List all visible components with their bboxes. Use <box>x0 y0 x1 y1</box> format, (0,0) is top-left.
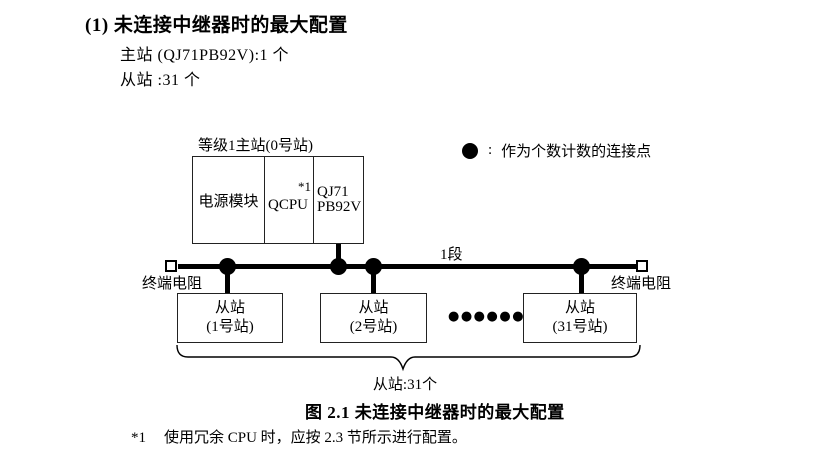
footnote-marker-ref: *1 <box>298 179 311 194</box>
slave2-label-line2: (2号站) <box>349 319 398 335</box>
power-module-cell: 电源模块 <box>193 157 265 243</box>
connection-dot <box>573 258 590 275</box>
slave-station-box-2: 从站 (2号站) <box>320 293 427 343</box>
connection-dot <box>330 258 347 275</box>
master-count-text: 主站 (QJ71PB92V):1 个 <box>120 47 290 64</box>
pb92v-label-line2: PB92V <box>317 199 362 215</box>
footnote-text: 使用冗余 CPU 时，应按 2.3 节所示进行配置。 <box>164 430 467 446</box>
power-module-label: 电源模块 <box>198 193 259 210</box>
slave31-drop-line <box>579 268 584 294</box>
footnote-marker: *1 <box>131 430 146 446</box>
pb92v-label-line1: QJ71 <box>317 184 349 200</box>
qcpu-label: QCPU <box>268 197 309 213</box>
slave-station-box-31: 从站 (31号站) <box>523 293 637 343</box>
slave31-label-line2: (31号站) <box>552 319 608 335</box>
master-station-label: 等级1主站(0号站) <box>198 138 313 154</box>
slave-station-box-1: 从站 (1号站) <box>177 293 283 343</box>
slave1-label-line1: 从站 <box>214 300 245 316</box>
slave2-label-line1: 从站 <box>358 300 389 316</box>
figure-caption: 图 2.1 未连接中继器时的最大配置 <box>305 403 565 422</box>
slave31-label-line1: 从站 <box>564 300 595 316</box>
legend-text: 作为个数计数的连接点 <box>501 144 652 160</box>
pb92v-cell: QJ71 PB92V <box>314 157 363 243</box>
connection-dot <box>365 258 382 275</box>
master-drop-line <box>336 244 341 266</box>
slave-count-text: 从站 :31 个 <box>120 72 201 89</box>
slave1-drop-line <box>225 268 230 294</box>
connection-point-icon <box>462 142 478 159</box>
qcpu-cell: *1 QCPU <box>265 157 314 243</box>
brace-label: 从站:31个 <box>372 377 438 393</box>
ellipsis-dots: ●●●●●● <box>448 309 526 324</box>
master-station-box: 电源模块 *1 QCPU QJ71 PB92V <box>192 156 364 244</box>
terminator-right-icon <box>636 260 648 272</box>
terminator-left-icon <box>165 260 177 272</box>
section-heading: (1) 未连接中继器时的最大配置 <box>85 15 348 36</box>
slave1-label-line2: (1号站) <box>206 319 254 335</box>
segment-label: 1段 <box>440 247 463 263</box>
legend: : 作为个数计数的连接点 <box>462 140 651 161</box>
terminator-right-label: 终端电阻 <box>611 276 672 292</box>
terminator-left-label: 终端电阻 <box>142 276 203 292</box>
legend-separator: : <box>488 142 493 158</box>
brace <box>176 345 641 372</box>
connection-dot <box>219 258 236 275</box>
slave2-drop-line <box>371 268 376 294</box>
footnote: *1 使用冗余 CPU 时，应按 2.3 节所示进行配置。 <box>131 426 467 447</box>
bus-line <box>178 264 637 269</box>
